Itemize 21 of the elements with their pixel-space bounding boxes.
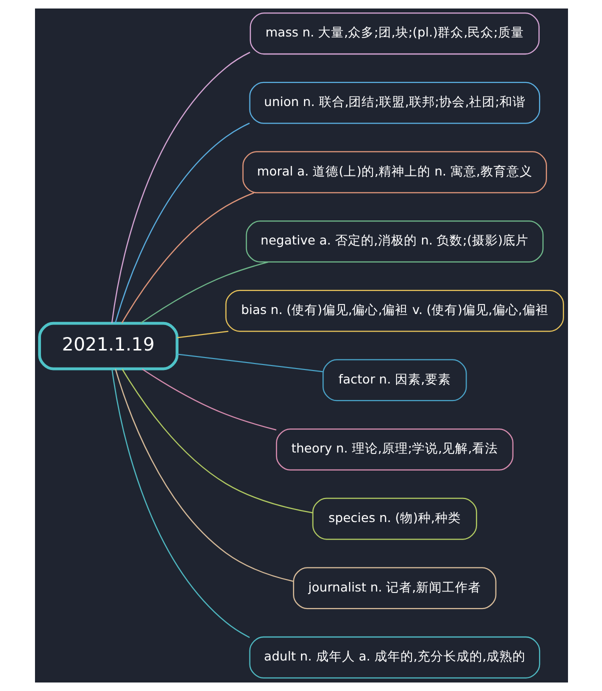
connector	[110, 368, 250, 638]
connector	[110, 52, 250, 324]
connector	[176, 330, 228, 338]
node-box: moral a. 道德(上)的,精神上的 n. 寓意,教育意义	[242, 151, 546, 194]
node-box: union n. 联合,团结;联盟,联邦;协会,社团;和谐	[248, 82, 540, 124]
node-box: journalist n. 记者,新闻工作者	[292, 567, 496, 610]
node-box: theory n. 理论,原理;学说,见解,看法	[275, 428, 513, 470]
node-box: 2021.1.19	[38, 322, 178, 370]
connector	[114, 368, 293, 582]
connector	[114, 122, 250, 324]
node-box: species n. (物)种,种类	[312, 498, 477, 540]
connector	[121, 368, 312, 514]
node-box: adult n. 成年人 a. 成年的,充分长成的,成熟的	[248, 636, 540, 678]
node-box: bias n. (使有)偏见,偏心,偏袒 v. (使有)偏见,偏心,偏袒	[224, 290, 564, 332]
connector	[141, 368, 276, 430]
node-box: factor n. 因素,要素	[322, 359, 466, 402]
connector	[140, 262, 268, 324]
node-box: mass n. 大量,众多;团,块;(pl.)群众,民众;质量	[249, 12, 540, 55]
node-box: negative a. 否定的,消极的 n. 负数;(摄影)底片	[245, 220, 544, 263]
connector	[120, 192, 254, 324]
connector	[176, 354, 322, 372]
